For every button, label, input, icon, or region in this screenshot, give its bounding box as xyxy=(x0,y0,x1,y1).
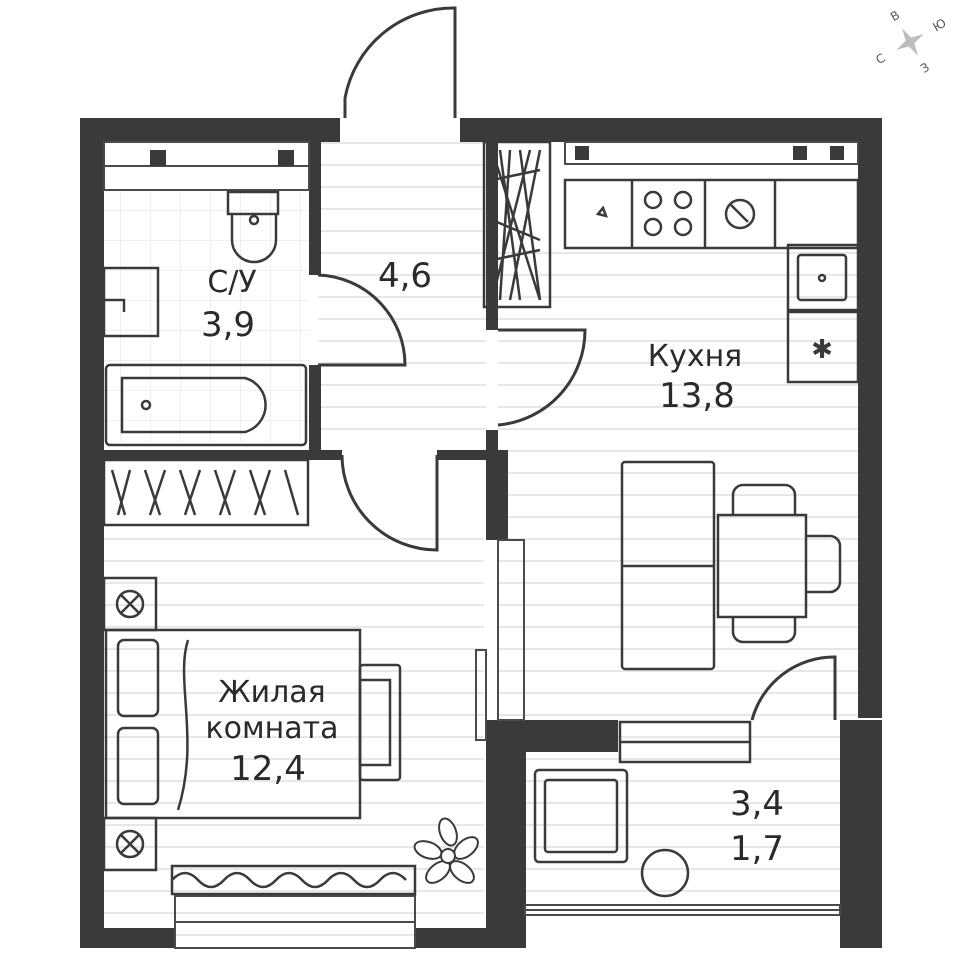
chair-icon xyxy=(731,617,797,644)
living-name-line1: Жилая xyxy=(218,675,325,710)
kitchen-floor xyxy=(498,250,858,720)
hall-floor xyxy=(318,140,486,450)
balcony-area-full: 3,4 xyxy=(730,784,784,824)
compass-north: С xyxy=(873,51,887,67)
snowflake-icon: ✱ xyxy=(811,335,833,365)
window-frames xyxy=(150,146,844,166)
lamp-icon xyxy=(115,589,145,619)
plant-icon xyxy=(413,817,479,884)
balcony-furniture xyxy=(533,720,752,898)
kitchen-counter xyxy=(563,178,860,250)
kitchen-fixtures xyxy=(563,178,860,384)
living-area: 12,4 xyxy=(230,749,306,789)
chair-icon xyxy=(806,534,842,594)
toilet-icon xyxy=(230,214,278,264)
blanket-fold xyxy=(176,639,190,811)
sink-icon xyxy=(102,266,160,338)
toilet-tank xyxy=(226,190,280,216)
bathtub-icon xyxy=(104,363,308,447)
hall-area: 4,6 xyxy=(378,256,432,296)
walls xyxy=(80,118,882,948)
kitchen-name: Кухня xyxy=(648,339,742,374)
bathroom-area: 3,9 xyxy=(201,305,255,345)
pillow-icon xyxy=(116,638,160,718)
compass-rose-icon: С Ю В З xyxy=(873,8,948,76)
bathroom-name: С/У xyxy=(207,265,256,300)
stove-burner-icon xyxy=(643,217,663,237)
coffee-table-icon xyxy=(640,848,690,898)
pillow-icon xyxy=(116,726,160,806)
washing-machine-icon xyxy=(724,198,756,230)
balcony-floor xyxy=(525,735,840,910)
fridge-icon xyxy=(786,310,860,384)
living-name-line2: комната xyxy=(206,711,339,746)
wardrobe-hall xyxy=(482,140,552,309)
balcony-area-reduced: 1,7 xyxy=(730,829,784,869)
lamp-icon xyxy=(115,829,145,859)
kitchen-furniture xyxy=(620,460,842,671)
stove-burner-icon xyxy=(673,217,693,237)
compass-west: З xyxy=(918,60,932,76)
room-labels: С/У 3,9 4,6 Кухня 13,8 Жилая комната 12,… xyxy=(201,256,784,869)
chair-icon xyxy=(731,483,797,515)
windows xyxy=(103,141,859,949)
compass-south: Ю xyxy=(930,16,948,35)
stove-burner-icon xyxy=(673,190,693,210)
floor-areas xyxy=(104,140,858,945)
counter-sink-icon xyxy=(595,205,609,218)
dining-table-icon xyxy=(716,513,808,619)
kitchen-sink-icon xyxy=(786,243,860,312)
doors xyxy=(317,6,837,721)
armchair-icon xyxy=(533,768,629,864)
living-furniture xyxy=(102,576,417,896)
stove-burner-icon xyxy=(643,190,663,210)
compass-east: В xyxy=(888,8,902,24)
wardrobe-living xyxy=(102,458,310,527)
bathroom-fixtures xyxy=(102,190,308,447)
kitchen-area: 13,8 xyxy=(659,376,735,416)
